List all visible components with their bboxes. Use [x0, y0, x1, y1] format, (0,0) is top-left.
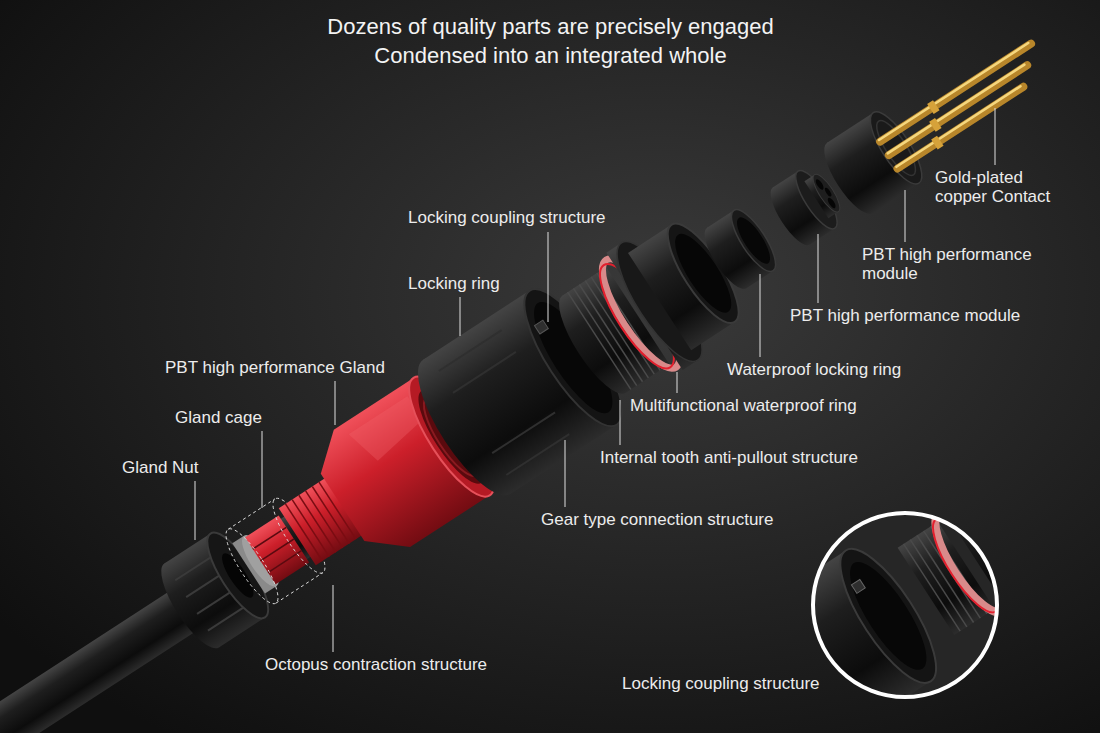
- pin-collar: [927, 100, 939, 114]
- grip: [506, 434, 569, 475]
- wl-face: [724, 204, 783, 277]
- tooth: [568, 292, 631, 389]
- part-label: Octopus contraction structure: [265, 655, 487, 674]
- leader-line: [818, 234, 819, 303]
- inset-socket-thread: [898, 522, 995, 635]
- part-label: Locking coupling structure: [622, 674, 820, 693]
- grip: [492, 412, 555, 453]
- pin-hole: [824, 187, 833, 198]
- leader-line: [905, 190, 906, 242]
- part-label: PBT high performance module: [790, 306, 1020, 325]
- groove: [260, 539, 294, 561]
- part-label: Locking ring: [408, 274, 500, 293]
- thread: [285, 504, 322, 561]
- thread: [299, 495, 336, 552]
- pin: [889, 65, 1027, 155]
- gold-pins: [877, 39, 1052, 174]
- part-label: PBT high performance Gland: [165, 358, 385, 377]
- pin-highlight: [888, 65, 1025, 154]
- grip: [453, 352, 516, 393]
- leader-line: [335, 381, 336, 425]
- part-label: PBT high performance module: [862, 245, 1052, 283]
- part-label: Gland Nut: [122, 458, 199, 477]
- grip: [439, 330, 502, 371]
- leader-lines: [195, 108, 995, 652]
- leader-line: [195, 481, 196, 540]
- pin-collar: [931, 136, 943, 150]
- leader-line: [262, 431, 263, 508]
- wl-hole: [731, 213, 776, 268]
- inset-socket-front: [960, 485, 1052, 593]
- pin-hole: [826, 197, 837, 210]
- groove: [253, 527, 287, 549]
- cable: [0, 509, 322, 733]
- pin-collar: [929, 118, 941, 132]
- cage-dash: [218, 523, 286, 610]
- leader-line: [565, 440, 566, 507]
- pin-hole: [814, 178, 825, 191]
- inset-socket-face: [984, 476, 1065, 577]
- leader-line: [548, 232, 549, 322]
- part-label: Gear type connection structure: [541, 510, 773, 529]
- pin-highlight: [896, 86, 1020, 167]
- thread: [292, 500, 329, 557]
- cage-dash: [228, 499, 275, 529]
- pin-highlight: [879, 43, 1028, 140]
- part-label: Gland cage: [175, 408, 262, 427]
- leader-line: [460, 297, 461, 336]
- part-label: Locking coupling structure: [408, 208, 606, 227]
- leader-line: [760, 274, 761, 357]
- inset-border: [813, 513, 997, 697]
- waterproof-locking-ring: [697, 204, 783, 295]
- part-label: Multifunctional waterproof ring: [630, 396, 857, 415]
- page-title: Dozens of quality parts are precisely en…: [309, 12, 792, 70]
- part-label: Waterproof locking ring: [727, 360, 901, 379]
- cage-dash: [276, 573, 323, 603]
- thread: [306, 491, 343, 548]
- inset-waterproof-ring: [924, 504, 1017, 621]
- leader-line: [620, 400, 621, 445]
- part-label: Internal tooth anti-pullout structure: [600, 448, 858, 467]
- coupling-hole: [534, 320, 548, 334]
- leader-line: [677, 372, 678, 393]
- pin: [898, 87, 1024, 169]
- part-label: Gold-plated copper Contact: [935, 168, 1063, 206]
- leader-line: [995, 108, 996, 165]
- inset-coupling-hole: [851, 579, 865, 593]
- groove: [268, 551, 302, 573]
- leader-line: [333, 585, 334, 652]
